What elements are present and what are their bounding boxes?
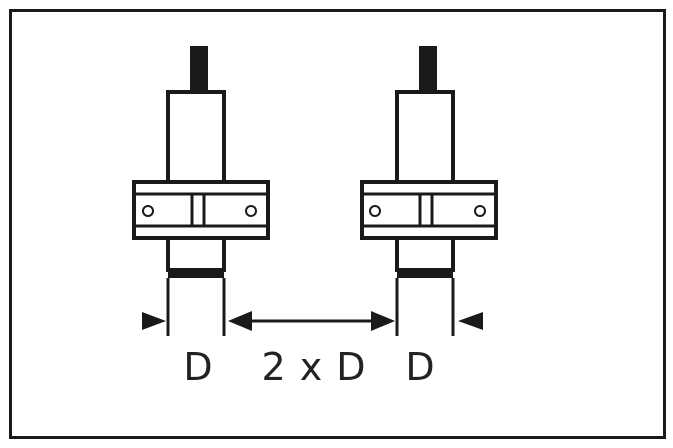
sensor-right-cable [419, 46, 437, 92]
sensor-right-nut [360, 180, 498, 240]
sensor-right [360, 46, 498, 336]
sensor-left-body [166, 90, 226, 184]
sensor-left [132, 46, 270, 336]
sensor-right-body [395, 90, 455, 184]
diagram-frame [9, 9, 666, 439]
sensor-left-screw-hole-left [142, 205, 154, 217]
sensor-right-screw-hole-right [474, 205, 486, 217]
left-width-arrowhead [142, 312, 166, 330]
sensor-left-screw-hole-right [245, 205, 257, 217]
left-width-label: D [183, 345, 213, 389]
sensor-right-face [397, 270, 453, 278]
dimension-arrows [142, 311, 483, 331]
spacing-arrowhead-left [228, 311, 252, 331]
spacing-label: 2 x D [261, 345, 367, 389]
sensor-left-cable [190, 46, 208, 92]
sensor-right-screw-hole-left [369, 205, 381, 217]
sensor-right-lower-body [395, 236, 455, 272]
spacing-arrowhead-right [371, 311, 395, 331]
right-width-arrowhead [458, 312, 483, 330]
sensor-left-face [168, 270, 224, 278]
sensor-left-lower-body [166, 236, 226, 272]
right-width-label: D [405, 345, 435, 389]
sensor-left-nut [132, 180, 270, 240]
